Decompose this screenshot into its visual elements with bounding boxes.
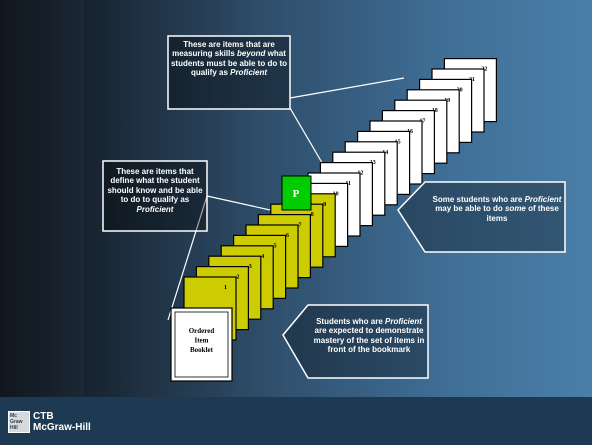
ctb-mcgraw-hill-logo: CTB McGraw-Hill	[33, 411, 91, 433]
booklet-label-2: Item	[195, 337, 209, 345]
bookmark-p: P	[282, 176, 311, 210]
page-number: 8	[311, 212, 314, 218]
page-number: 5	[274, 243, 277, 249]
mcgraw-hill-logo-icon: Mc Graw Hill	[8, 411, 30, 433]
mastery-callout-text: Students who are Proficient are expected…	[312, 317, 426, 355]
page-number: 3	[249, 264, 252, 270]
define-callout-text: These are items that define what the stu…	[105, 167, 205, 214]
booklet-label-1: Ordered	[189, 327, 215, 335]
page-number: 4	[261, 254, 264, 260]
page-number: 1	[224, 285, 227, 291]
logo-line-1: CTB	[33, 411, 91, 422]
logo-line-2: McGraw-Hill	[33, 422, 91, 433]
some-callout-text: Some students who are Proficient may be …	[432, 195, 562, 223]
bookmark-label: P	[293, 188, 300, 200]
page-number: 7	[298, 223, 301, 229]
define-callout-line	[207, 196, 270, 210]
beyond-callout-line	[290, 78, 404, 98]
booklet-label-3: Booklet	[190, 346, 214, 354]
page-number: 6	[286, 233, 289, 239]
page-number: 2	[236, 275, 239, 281]
page-number: 9	[323, 202, 326, 208]
beyond-callout-text: These are items that are measuring skill…	[170, 40, 288, 78]
